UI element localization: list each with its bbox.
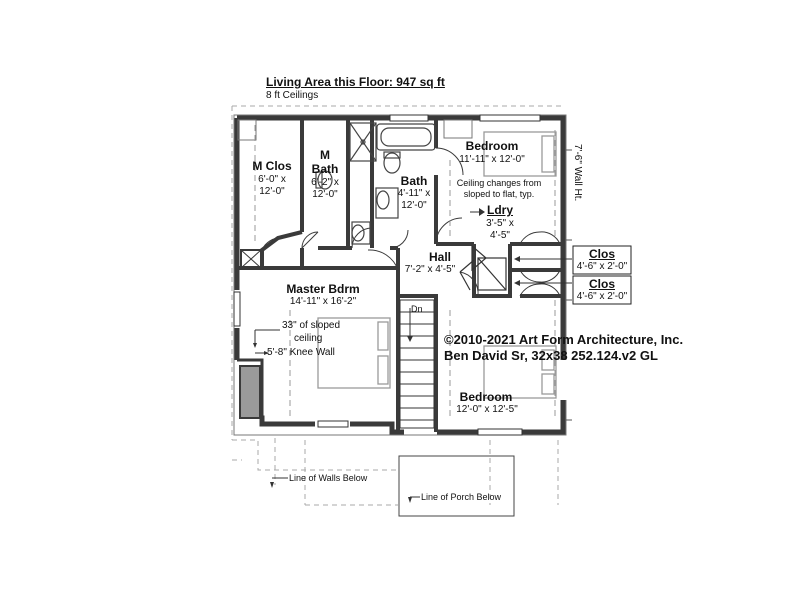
clos-box-1 [572,245,632,275]
windows [233,114,541,436]
room-label-m-bath-2: Bath [311,162,339,176]
stair [399,299,435,429]
knee-wall-fill [239,365,261,419]
wall-ticks [565,149,572,421]
room-dims-hall: 7'-2" x 4'-5" [404,264,456,275]
room-dims-bath-1: 4'-11" x [397,188,431,199]
line-of-porch-below-note: Line of Porch Below [421,492,502,502]
room-dims-m-clos-2: 12'-0" [259,186,285,197]
clos-box-2 [572,275,632,305]
room-dims-ldry-1: 3'-5" x [486,218,514,229]
dashed-lines-below [231,105,565,506]
room-dims-m-bath-2: 12'-0" [312,189,338,200]
door-swings [261,147,561,297]
copyright-line-1: ©2010-2021 Art Form Architecture, Inc. [444,332,684,347]
room-label-ldry: Ldry [486,203,513,217]
room-dims-bath-2: 12'-0" [401,200,427,211]
room-dims-clos-1: 4'-6" x 2'-0" [576,261,628,272]
room-label-hall: Hall [428,250,451,264]
ceiling-height-note: 8 ft Ceilings [266,90,319,101]
sloped-ceiling-note-2: ceiling [294,333,323,344]
room-dims-bedroom-bottom: 12'-0" x 12'-5" [456,404,518,415]
copyright-line-2: Ben David Sr, 32x38 252.124.v2 GL [444,348,658,363]
room-label-bath: Bath [400,174,428,188]
ceiling-slope-lines [254,125,556,420]
wall-height-label: 7'-6" Wall Ht. [572,144,583,202]
room-label-master-bdrm: Master Bdrm [286,282,360,296]
laundry-appliances [471,244,507,291]
room-label-bedroom-top: Bedroom [465,139,519,153]
room-dims-master-bdrm: 14'-11" x 16'-2" [289,296,357,307]
line-of-walls-below-note: Line of Walls Below [289,473,368,483]
room-label-bedroom-bottom: Bedroom [459,390,513,404]
room-label-m-clos: M Clos [252,159,292,173]
leader-lines [254,258,572,498]
sloped-ceiling-note-1: 33" of sloped [282,320,341,331]
bath-fixtures [315,122,436,245]
room-dims-bedroom-top: 11'-11" x 12'-0" [459,154,525,165]
ceiling-change-note-1: Ceiling changes from [456,178,542,188]
room-dims-m-bath-1: 6'-2" x [311,177,339,188]
room-label-clos-2: Clos [588,277,615,291]
stair-down-label: Dn [411,304,423,314]
room-dims-m-clos-1: 6'-0" x [258,174,286,185]
beds [317,131,557,399]
window-breaks [233,114,567,436]
room-dims-clos-2: 4'-6" x 2'-0" [576,291,628,302]
porch-outline [398,455,515,517]
room-label-m-bath-1: M [320,148,330,162]
living-area-title: Living Area this Floor: 947 sq ft [266,75,445,89]
chimney-box [240,249,262,269]
knee-wall-note: 5'-8" Knee Wall [267,347,335,358]
room-label-clos-1: Clos [588,247,615,261]
room-dims-ldry-2: 4'-5" [490,230,510,241]
ceiling-change-note-2: sloped to flat, typ. [463,189,535,199]
